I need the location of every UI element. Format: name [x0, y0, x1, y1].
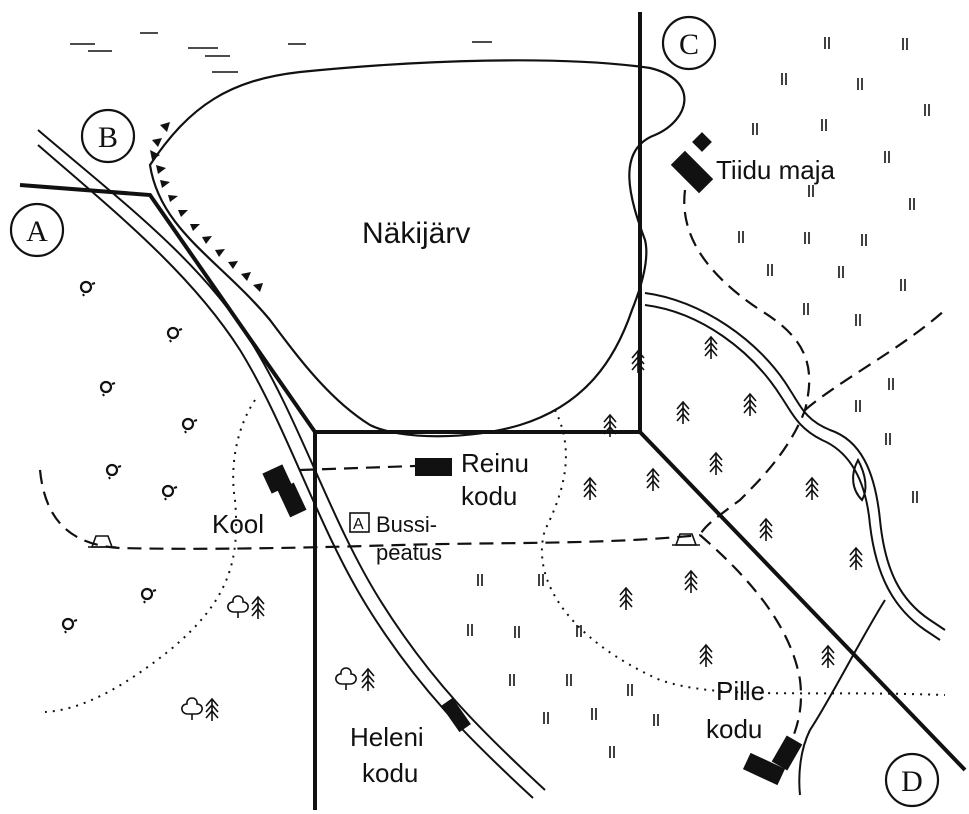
shelter-icon: [87, 535, 117, 548]
tiidu-label: Tiidu maja: [716, 155, 836, 185]
heleni-label-1: Heleni: [350, 722, 424, 752]
trails: [44, 399, 946, 713]
kool-label: Kool: [212, 509, 264, 539]
pille-label-1: Pille: [716, 676, 765, 706]
corner-label-a: A: [9, 202, 65, 258]
lake-shore: [148, 59, 686, 438]
bussi-label-1: Bussi-: [376, 512, 437, 537]
svg-text:A: A: [26, 215, 48, 248]
bussi-label-2: peatus: [376, 540, 442, 565]
reinu-label-1: Reinu: [461, 448, 529, 478]
svg-text:A: A: [353, 516, 364, 533]
water-marks: [70, 32, 492, 73]
road: [37, 129, 546, 799]
pille-label-2: kodu: [706, 714, 762, 744]
sector-boundaries: [19, 12, 967, 810]
corner-label-d: D: [884, 752, 940, 808]
corner-label-b: B: [80, 108, 136, 164]
corner-label-c: C: [661, 15, 717, 71]
heleni-label-2: kodu: [362, 758, 418, 788]
svg-text:C: C: [679, 28, 699, 61]
cliff-edge: [150, 122, 263, 292]
svg-text:B: B: [98, 121, 118, 154]
bus-stop-icon: A: [349, 512, 370, 533]
reinu-label-2: kodu: [461, 481, 517, 511]
paths: [38, 189, 946, 761]
lake-label: Näkijärv: [362, 217, 470, 250]
svg-text:D: D: [901, 765, 923, 798]
stream: [644, 292, 946, 796]
bushes: [61, 280, 199, 635]
mixed-trees: [181, 595, 375, 722]
